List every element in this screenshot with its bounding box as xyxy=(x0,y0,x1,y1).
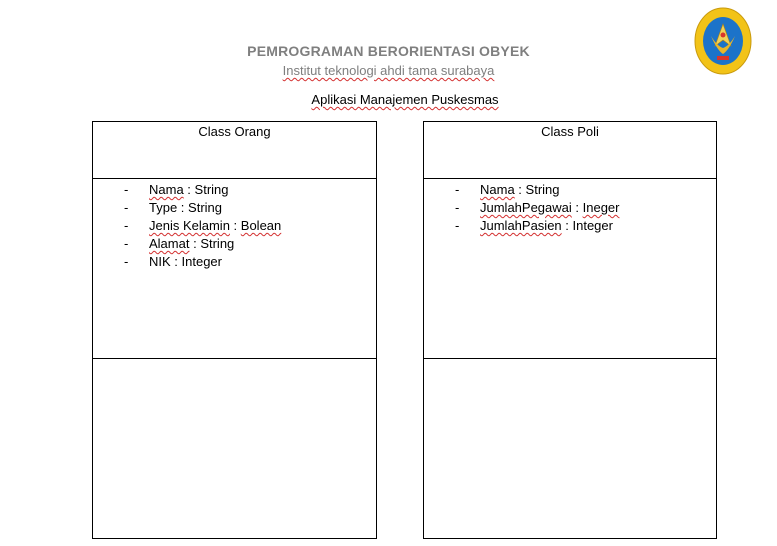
class-name: Class Orang xyxy=(198,124,271,139)
bullet-dash: - xyxy=(455,200,460,215)
attribute-type: Integer xyxy=(572,218,613,233)
attribute-text: Nama : String xyxy=(480,181,560,199)
attribute-type: Bolean xyxy=(240,218,282,233)
bullet-dash: - xyxy=(124,236,129,251)
attribute-type: String xyxy=(188,200,222,215)
attribute-item: - JumlahPasien : Integer xyxy=(424,217,716,235)
bullet-dash: - xyxy=(124,218,129,233)
header-title: PEMROGRAMAN BERORIENTASI OBYEK xyxy=(247,43,530,59)
class-name-section: Class Poli xyxy=(424,122,716,179)
attribute-text: Jenis Kelamin : Bolean xyxy=(149,217,281,235)
attribute-item: - Jenis Kelamin : Bolean xyxy=(93,217,376,235)
attribute-name: JumlahPegawai xyxy=(480,200,572,215)
attribute-item: - Type : String xyxy=(93,199,376,217)
attribute-item: - Nama : String xyxy=(424,181,716,199)
class-methods-section xyxy=(424,359,716,538)
attribute-type: String xyxy=(525,182,560,197)
attribute-type: Ineger xyxy=(582,200,620,215)
header-subtitle: Institut teknologi ahdi tama surabaya xyxy=(0,63,777,78)
attribute-type: String xyxy=(200,236,235,251)
attribute-text: Alamat : String xyxy=(149,235,234,253)
class-name: Class Poli xyxy=(424,122,716,139)
bullet-dash: - xyxy=(124,182,129,197)
class-methods-section xyxy=(93,359,376,538)
attribute-name: Alamat xyxy=(149,236,190,251)
class-name-section: Class Orang xyxy=(93,122,376,179)
attribute-item: - Alamat : String xyxy=(93,235,376,253)
attribute-text: JumlahPegawai : Ineger xyxy=(480,199,620,217)
document-title: Aplikasi Manajemen Puskesmas xyxy=(0,92,777,107)
attribute-sep: : xyxy=(561,218,573,233)
attribute-name: Nama xyxy=(149,182,184,197)
attribute-sep: : xyxy=(183,182,195,197)
attribute-text: Nama : String xyxy=(149,181,229,199)
attribute-sep: : xyxy=(189,236,201,251)
attribute-sep: : xyxy=(177,200,189,215)
attribute-sep: : xyxy=(229,218,241,233)
attribute-text: NIK : Integer xyxy=(149,253,222,271)
bullet-dash: - xyxy=(124,200,129,215)
bullet-dash: - xyxy=(124,254,129,269)
attribute-name: Jenis Kelamin xyxy=(149,218,230,233)
bullet-dash: - xyxy=(455,182,460,197)
attribute-sep: : xyxy=(170,254,182,269)
document-title-text: Aplikasi Manajemen Puskesmas xyxy=(311,92,499,107)
attribute-item: - Nama : String xyxy=(93,181,376,199)
header-subtitle-text: Institut teknologi ahdi tama surabaya xyxy=(282,63,495,78)
attribute-item: - NIK : Integer xyxy=(93,253,376,271)
attribute-list: - Nama : String - Type : String - Jenis … xyxy=(93,181,376,271)
attribute-name: Nama xyxy=(480,182,515,197)
attribute-sep: : xyxy=(514,182,526,197)
bullet-dash: - xyxy=(455,218,460,233)
institute-logo xyxy=(694,7,752,75)
attribute-text: JumlahPasien : Integer xyxy=(480,217,613,235)
class-attributes-section: - Nama : String - JumlahPegawai : Ineger… xyxy=(424,179,716,359)
class-box-orang: Class Orang - Nama : String - Type : Str… xyxy=(92,121,377,539)
attribute-item: - JumlahPegawai : Ineger xyxy=(424,199,716,217)
class-name-text: Class Poli xyxy=(541,124,599,139)
attribute-name: NIK xyxy=(149,254,171,269)
class-attributes-section: - Nama : String - Type : String - Jenis … xyxy=(93,179,376,359)
attribute-text: Type : String xyxy=(149,199,222,217)
class-box-poli: Class Poli - Nama : String - JumlahPegaw… xyxy=(423,121,717,539)
attribute-sep: : xyxy=(571,200,583,215)
attribute-name: JumlahPasien xyxy=(480,218,562,233)
attribute-list: - Nama : String - JumlahPegawai : Ineger… xyxy=(424,181,716,235)
attribute-type: String xyxy=(194,182,229,197)
attribute-name: Type xyxy=(149,200,178,215)
attribute-type: Integer xyxy=(181,254,222,269)
